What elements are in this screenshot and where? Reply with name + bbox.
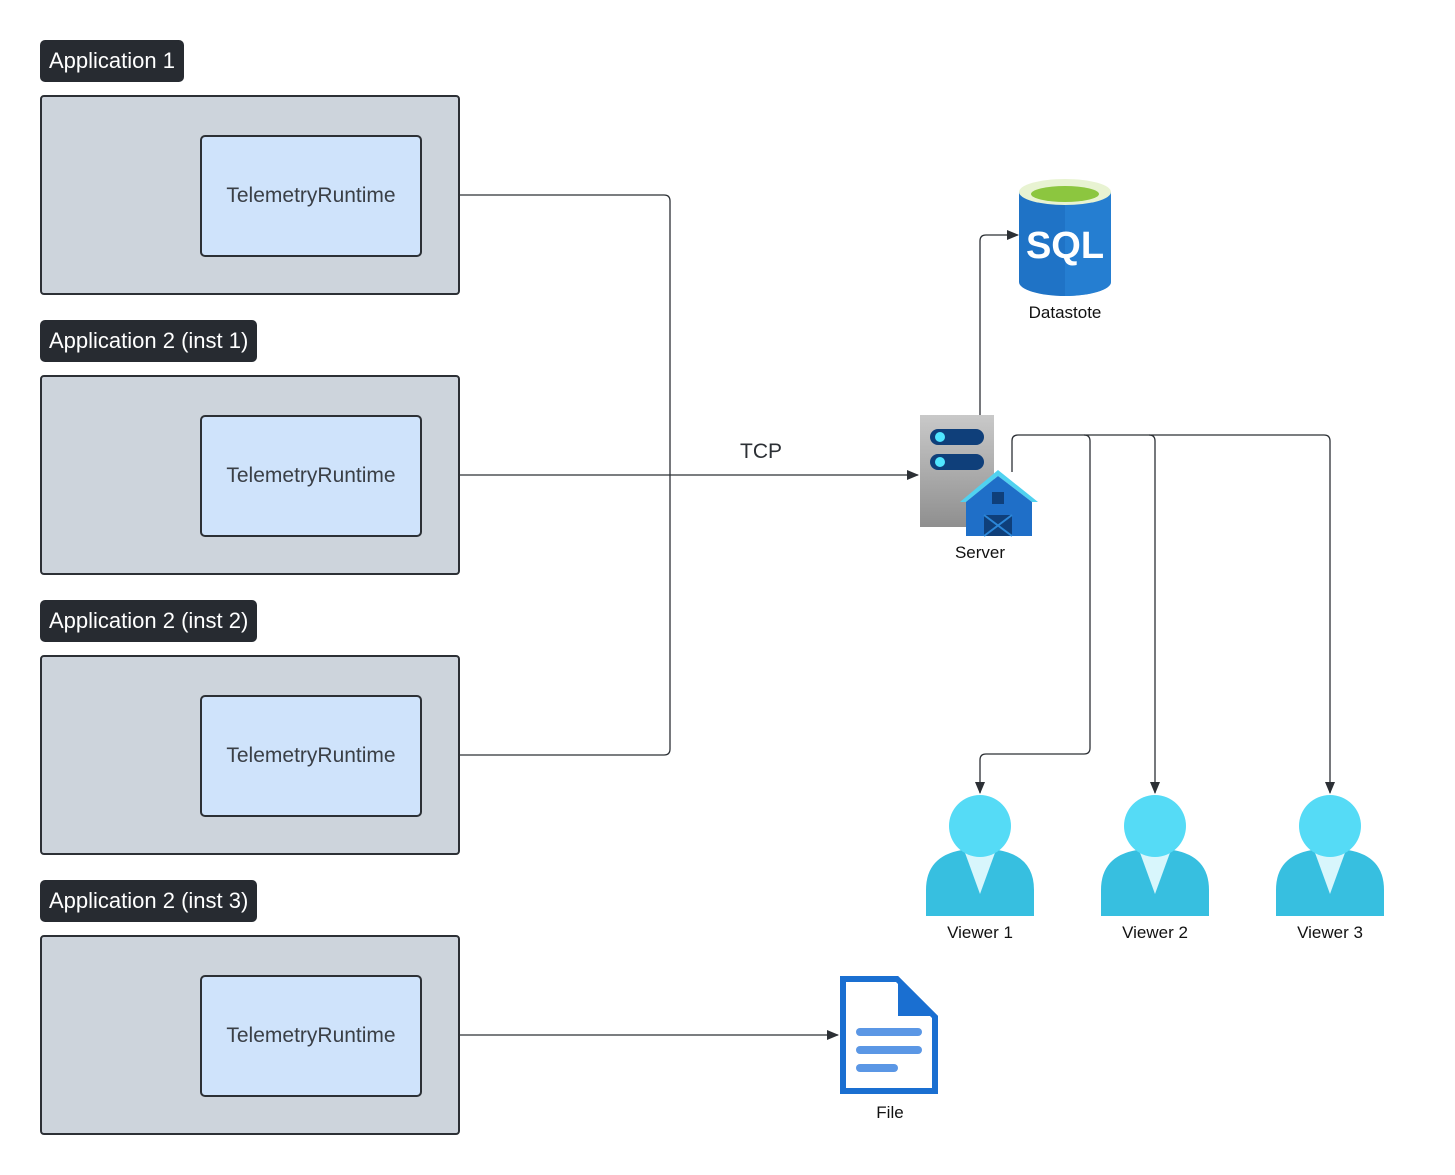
server-to-viewer2-line [1084,434,1160,794]
server-label: Server [954,543,1006,562]
viewer-3-user-icon [1276,795,1384,916]
application-1-container: TelemetryRuntime [40,95,460,295]
viewer-1-label: Viewer 1 [947,923,1013,942]
file-document-icon [840,976,938,1094]
telemetry-runtime-4: TelemetryRuntime [200,975,422,1097]
datastore-label: Datastote [1028,303,1102,322]
sql-database-icon: SQL [1019,179,1111,296]
telemetry-runtime-3: TelemetryRuntime [200,695,422,817]
app-label-4: Application 2 (inst 3) [40,880,258,922]
app1-to-server-line [420,194,671,475]
application-2-inst3-container: TelemetryRuntime [40,935,460,1135]
server-to-viewer3-line [1149,434,1335,794]
app-label-1: Application 1 [40,40,184,82]
server-to-viewer1-line [975,434,1091,794]
app-label-2: Application 2 (inst 1) [40,320,258,362]
sql-icon-text: SQL [1026,225,1104,267]
tcp-label: TCP [740,440,782,463]
server-icon [920,415,1038,537]
viewer-3-label: Viewer 3 [1297,923,1363,942]
file-label: File [876,1103,904,1122]
telemetry-runtime-2: TelemetryRuntime [200,415,422,537]
app3-to-server-line [420,475,671,756]
app-label-3: Application 2 (inst 2) [40,600,258,642]
server-to-datastore-line [979,230,1019,415]
application-2-inst1-container: TelemetryRuntime [40,375,460,575]
viewer-2-user-icon [1101,795,1209,916]
viewer-1-user-icon [926,795,1034,916]
telemetry-runtime-1: TelemetryRuntime [200,135,422,257]
viewer-2-label: Viewer 2 [1122,923,1188,942]
application-2-inst2-container: TelemetryRuntime [40,655,460,855]
